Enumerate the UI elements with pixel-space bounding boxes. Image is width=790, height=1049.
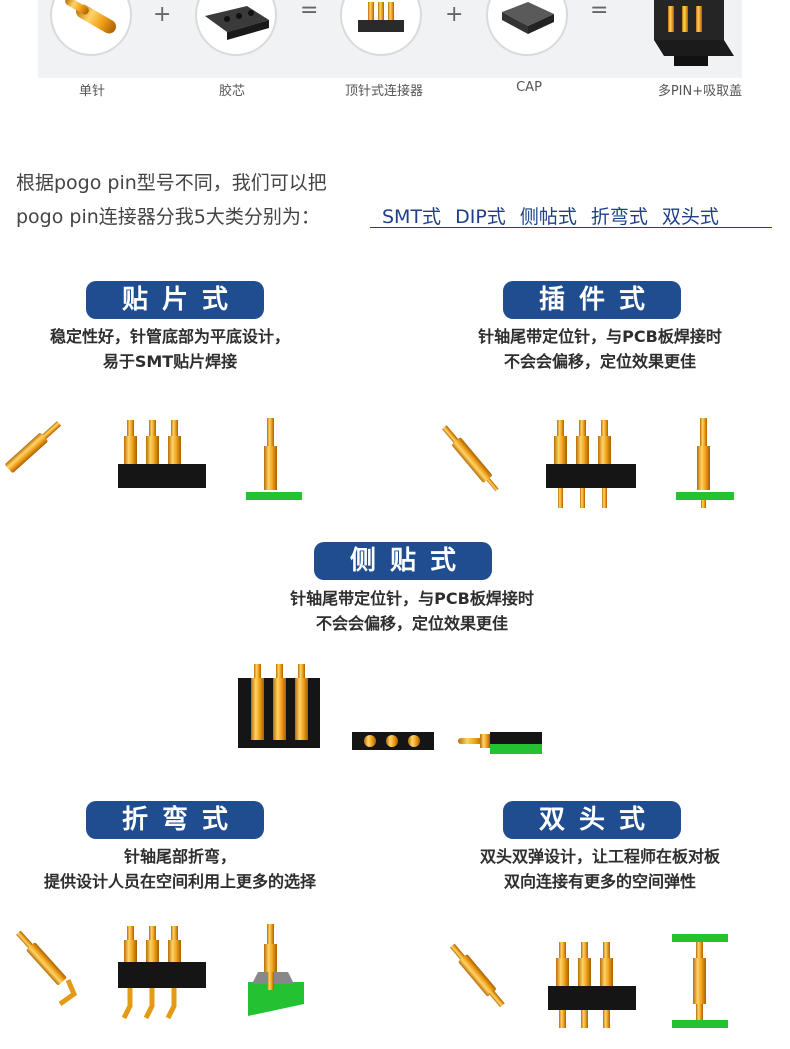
label-cap: CAP	[516, 80, 542, 95]
bent-desc-2: 提供设计人员在空间利用上更多的选择	[43, 872, 316, 891]
label-single-pin: 单针	[78, 84, 105, 99]
top-pin-connector-image	[340, 0, 422, 56]
equals-icon-2: =	[590, 0, 609, 23]
multi-pin-cap-image	[654, 0, 734, 66]
intro-line-1: 根据pogo pin型号不同，我们可以把	[16, 172, 327, 194]
dip-pins-image	[442, 418, 734, 508]
side-pins-image	[238, 664, 542, 754]
equals-icon: =	[300, 0, 319, 23]
smt-title: 贴片式	[86, 281, 264, 319]
double-desc-1: 双头双弹设计，让工程师在板对板	[479, 847, 720, 866]
types-underline	[370, 227, 772, 228]
label-multi-pin-cap: 多PIN+吸取盖	[657, 84, 743, 99]
dip-desc-1: 针轴尾带定位针，与PCB板焊接时	[478, 327, 722, 346]
label-top-pin-connector: 顶针式连接器	[344, 84, 423, 99]
smt-pins-image	[5, 418, 302, 500]
plus-icon-2: +	[445, 2, 464, 27]
smt-desc-1: 稳定性好，针管底部为平底设计，	[49, 327, 290, 346]
single-pin-image	[50, 0, 132, 56]
insulator-image	[195, 0, 277, 56]
bent-pins-image	[16, 924, 304, 1020]
cap-image	[486, 0, 568, 56]
double-pins-image	[449, 934, 728, 1028]
bent-desc-1: 针轴尾部折弯，	[123, 847, 236, 866]
side-title: 侧贴式	[314, 542, 492, 580]
connector-types: SMT式 DIP式 侧帖式 折弯式 双头式	[382, 206, 719, 228]
smt-desc-2: 易于SMT贴片焊接	[102, 352, 238, 371]
label-insulator: 胶芯	[218, 84, 245, 99]
bent-title: 折弯式	[86, 801, 264, 839]
intro-line-2: pogo pin连接器分我5大类分别为：	[16, 206, 320, 228]
double-title: 双头式	[503, 801, 681, 839]
dip-desc-2: 不会会偏移，定位效果更佳	[503, 352, 696, 371]
double-desc-2: 双向连接有更多的空间弹性	[503, 872, 696, 891]
plus-icon: +	[153, 2, 172, 27]
side-desc-2: 不会会偏移，定位效果更佳	[315, 614, 508, 633]
side-desc-1: 针轴尾带定位针，与PCB板焊接时	[290, 589, 534, 608]
dip-title: 插件式	[503, 281, 681, 319]
